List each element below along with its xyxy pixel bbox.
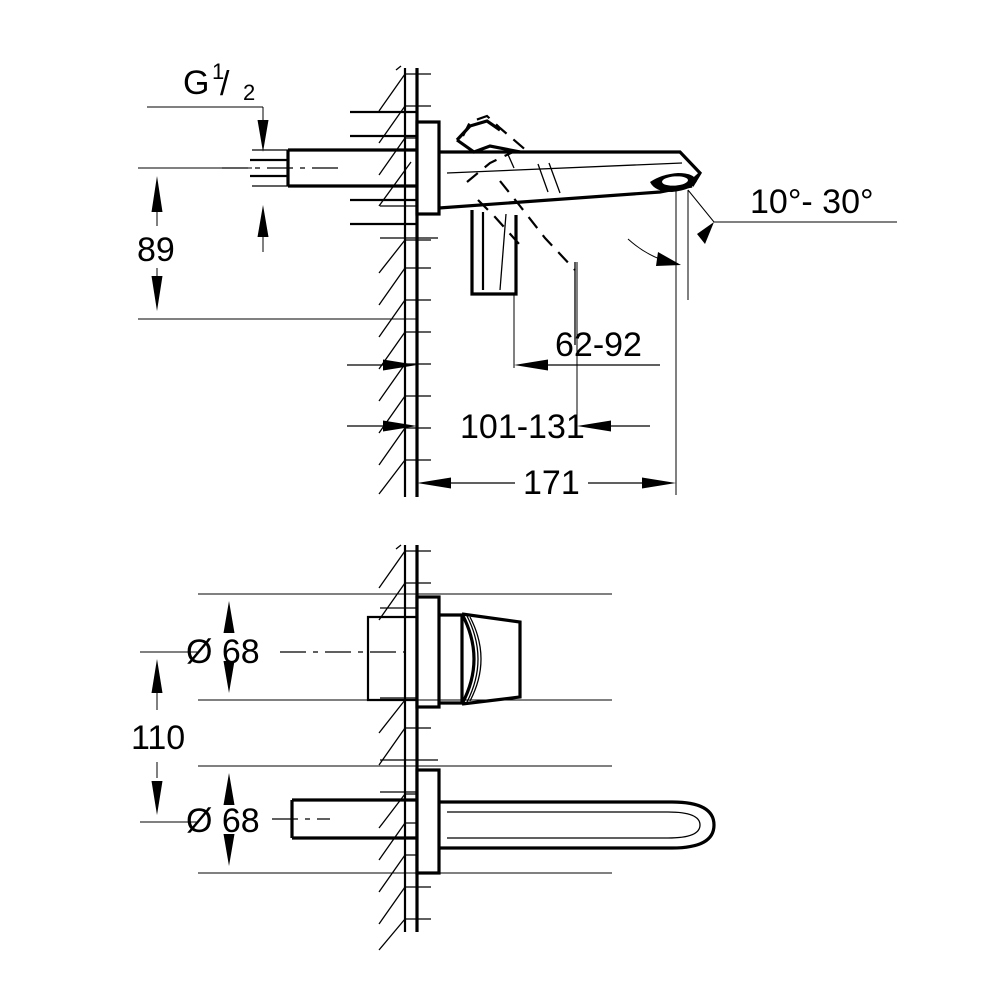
dim-label-thread-slash: / [220,65,230,103]
dim-thread-g-half: G 1 / 2 [147,59,305,152]
dim-height-89: 89 [137,167,418,320]
aerator-outlet [650,173,697,192]
dim-label-thread-prefix: G [183,64,209,102]
dim-pipe-tick [252,185,305,252]
dim-angle-10-30: 10°- 30° [627,183,897,300]
dim-label-62-92: 62-92 [555,326,642,364]
dim-label-diameter-68-bottom: Ø 68 [186,802,260,840]
dim-diameter-68-top: Ø 68 [186,593,612,701]
dim-label-thread-denominator: 2 [243,80,255,105]
dim-depth-62-92: 62-92 [513,262,660,437]
dim-projection-171: 171 [416,190,677,502]
dim-label-101-131: 101-131 [460,408,585,446]
handle-escutcheon [366,595,522,709]
wall-upper [378,65,438,497]
wall-plate-upper [415,120,441,216]
dim-diameter-68-bottom: Ø 68 [186,765,612,874]
lever-handle [455,119,521,296]
dim-label-angle: 10°- 30° [750,183,874,221]
spout-detail-lines [505,149,561,194]
lever-handle-phantom [462,114,576,345]
dim-label-diameter-68-top: Ø 68 [186,633,260,671]
side-elevation-view: G 1 / 2 89 [137,59,897,502]
wall-hatch-lower [378,237,438,495]
dim-label-89: 89 [137,231,175,269]
wall-hatch-lower-view-top [378,544,438,621]
inlet-connection-body [222,110,419,226]
dim-label-thread-numerator: 1 [212,59,224,84]
dim-depth-101-131: 101-131 [347,359,650,446]
dim-label-171: 171 [523,464,580,502]
spout-escutcheon [272,768,441,875]
dim-label-110: 110 [131,719,185,757]
front-elevation-view: Ø 68 110 Ø 68 [131,544,716,951]
dim-spacing-110: 110 [131,651,198,823]
spout-front-view [439,800,716,850]
